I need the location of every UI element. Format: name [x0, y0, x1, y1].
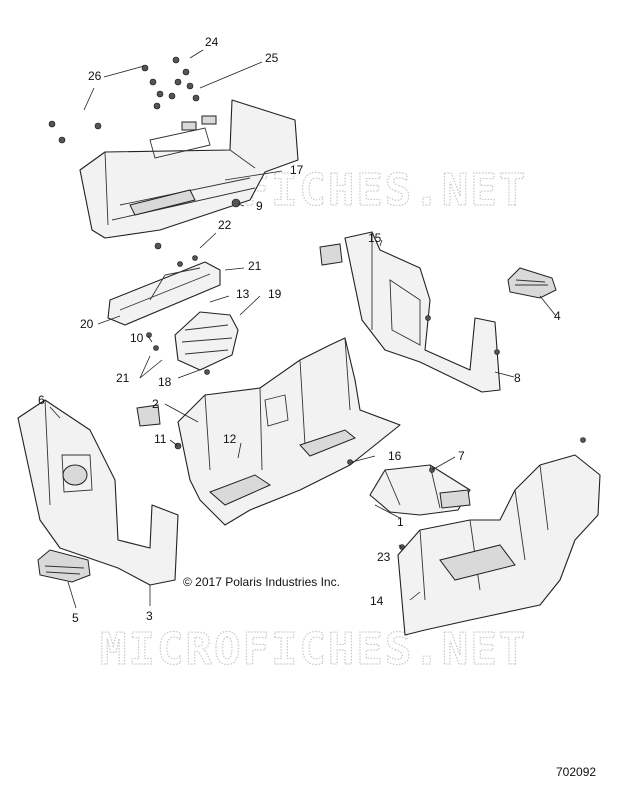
callout-26: 26 — [88, 69, 102, 83]
callout-2: 2 — [152, 397, 159, 411]
callout-12: 12 — [223, 432, 237, 446]
callout-21-lower: 21 — [116, 371, 130, 385]
callout-20: 20 — [80, 317, 94, 331]
fastener-cluster — [48, 56, 241, 208]
figure-number: 702092 — [556, 765, 596, 779]
callout-14: 14 — [370, 594, 384, 608]
callout-19: 19 — [268, 287, 282, 301]
seat-bracket — [107, 255, 221, 326]
callout-24: 24 — [205, 35, 219, 49]
right-step-tread — [507, 267, 557, 299]
callout-23: 23 — [377, 550, 391, 564]
callout-22: 22 — [218, 218, 232, 232]
callout-13: 13 — [236, 287, 250, 301]
left-step-tread — [37, 549, 91, 583]
callout-15: 15 — [368, 231, 382, 245]
callout-25: 25 — [265, 51, 279, 65]
leader-lines — [49, 49, 557, 609]
callout-labels: 1 2 3 4 5 6 7 8 9 10 11 12 13 14 15 16 1… — [38, 35, 561, 625]
callout-10: 10 — [130, 331, 144, 345]
callout-4: 4 — [554, 309, 561, 323]
callout-11: 11 — [154, 432, 167, 446]
callout-5: 5 — [72, 611, 79, 625]
storage-bin — [146, 311, 239, 375]
floor-tub — [397, 437, 601, 636]
copyright-notice: © 2017 Polaris Industries Inc. — [183, 575, 340, 589]
callout-16: 16 — [388, 449, 402, 463]
callout-17: 17 — [290, 163, 304, 177]
right-side-panel — [319, 231, 501, 393]
console-cover — [347, 459, 471, 516]
watermark-bottom: MICROFICHES.NET — [100, 624, 527, 675]
callout-3: 3 — [146, 609, 153, 623]
callout-1: 1 — [397, 515, 404, 529]
callout-18: 18 — [158, 375, 172, 389]
callout-9: 9 — [256, 199, 263, 213]
callout-21-upper: 21 — [248, 259, 262, 273]
center-floor-panel — [174, 337, 401, 526]
callout-6: 6 — [38, 393, 45, 407]
callout-8: 8 — [514, 371, 521, 385]
left-side-panel — [17, 399, 179, 586]
callout-7: 7 — [458, 449, 465, 463]
rear-storage-panel — [79, 99, 299, 250]
